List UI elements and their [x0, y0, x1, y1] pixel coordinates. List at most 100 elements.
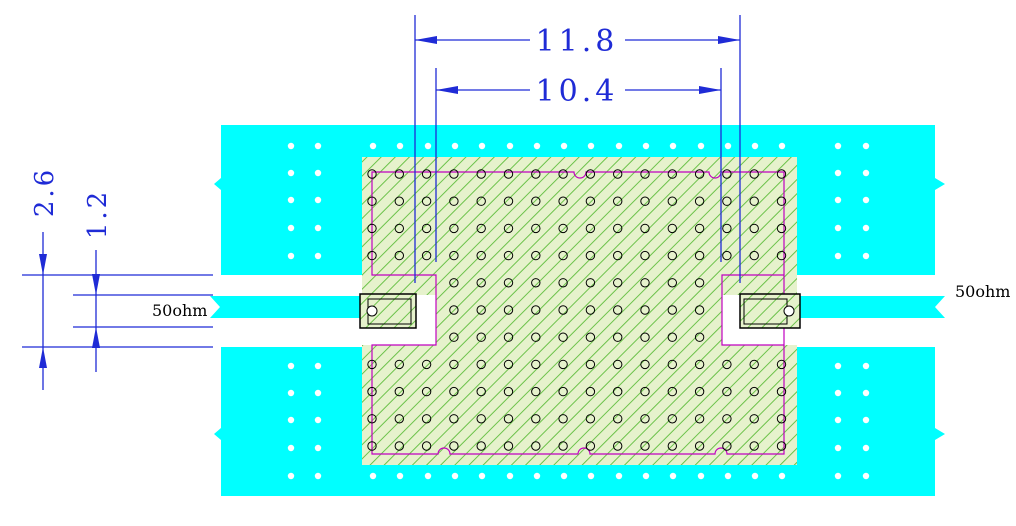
via-hole [862, 224, 870, 232]
cavity-via-holes [367, 169, 787, 451]
via-hole [834, 169, 842, 177]
dimension-label-1-2: 1.2 [83, 189, 113, 239]
via-hole [640, 386, 650, 397]
via-hole [287, 472, 295, 480]
via-hole [834, 416, 842, 424]
via-hole [503, 169, 514, 179]
via-hole [749, 169, 759, 179]
via-hole [421, 196, 432, 206]
right-port-label: 50ohm [955, 282, 1010, 301]
via-hole [834, 472, 842, 480]
via-hole [776, 223, 787, 234]
via-hole [314, 472, 322, 480]
via-hole [776, 196, 787, 206]
via-hole [585, 223, 596, 234]
via-hole [697, 142, 705, 150]
via-hole [476, 223, 486, 234]
via-hole [560, 472, 568, 480]
right-port-via [783, 305, 795, 317]
via-hole [751, 472, 759, 480]
via-hole [640, 359, 650, 370]
via-hole [449, 223, 459, 234]
port-pads [359, 293, 801, 329]
via-hole [367, 441, 377, 451]
via-hole [558, 359, 568, 370]
via-hole [503, 414, 514, 424]
via-hole [558, 250, 568, 261]
via-hole [394, 386, 404, 397]
via-hole [558, 278, 568, 288]
via-hole [451, 472, 459, 480]
via-hole [558, 414, 568, 424]
via-hole [862, 416, 870, 424]
via-hole [424, 472, 432, 480]
via-hole [776, 386, 787, 397]
via-hole [667, 386, 677, 397]
via-hole [478, 472, 486, 480]
via-hole [421, 223, 432, 234]
arrowhead [39, 347, 47, 368]
via-hole [585, 441, 596, 451]
via-hole [396, 472, 404, 480]
via-hole [287, 224, 295, 232]
arrowhead [92, 274, 100, 295]
via-hole [314, 444, 322, 452]
via-hole [314, 362, 322, 370]
via-hole [503, 196, 514, 206]
via-hole [640, 250, 650, 261]
via-hole [558, 386, 568, 397]
arrowhead [39, 254, 47, 275]
via-hole [287, 196, 295, 204]
via-hole [449, 359, 459, 370]
via-hole [503, 223, 514, 234]
via-hole [367, 386, 377, 397]
via-hole [778, 142, 786, 150]
via-hole [640, 196, 650, 206]
via-hole [533, 472, 541, 480]
via-hole [667, 441, 677, 451]
via-hole [694, 169, 705, 179]
right-feed-line [797, 296, 945, 318]
via-hole [533, 142, 541, 150]
via-hole [862, 362, 870, 370]
via-hole [667, 196, 677, 206]
via-hole [667, 169, 677, 179]
via-hole [585, 278, 596, 288]
via-hole [613, 414, 623, 424]
via-hole [694, 223, 705, 234]
via-hole [478, 142, 486, 150]
via-hole [503, 359, 514, 370]
via-hole [396, 142, 404, 150]
via-hole [862, 444, 870, 452]
via-hole [421, 169, 432, 179]
via-hole [640, 223, 650, 234]
via-hole [776, 359, 787, 370]
via-hole [640, 441, 650, 451]
cavity-outline [371, 171, 785, 455]
via-hole [476, 359, 486, 370]
via-hole [640, 305, 650, 315]
substrate-via-holes [287, 142, 870, 480]
via-hole [367, 223, 377, 234]
via-hole [667, 223, 677, 234]
via-hole [667, 359, 677, 370]
via-hole [531, 359, 541, 370]
via-hole [531, 169, 541, 179]
via-hole [421, 414, 432, 424]
via-hole [749, 196, 759, 206]
via-hole [862, 389, 870, 397]
via-hole [531, 386, 541, 397]
via-hole [531, 414, 541, 424]
arrowhead [699, 86, 721, 94]
via-hole [369, 472, 377, 480]
via-hole [749, 441, 759, 451]
left-feed-line [210, 296, 362, 318]
via-hole [613, 441, 623, 451]
via-hole [669, 142, 677, 150]
via-hole [287, 444, 295, 452]
via-hole [394, 359, 404, 370]
via-hole [287, 389, 295, 397]
via-hole [749, 250, 759, 261]
via-hole [531, 278, 541, 288]
via-hole [776, 250, 787, 261]
